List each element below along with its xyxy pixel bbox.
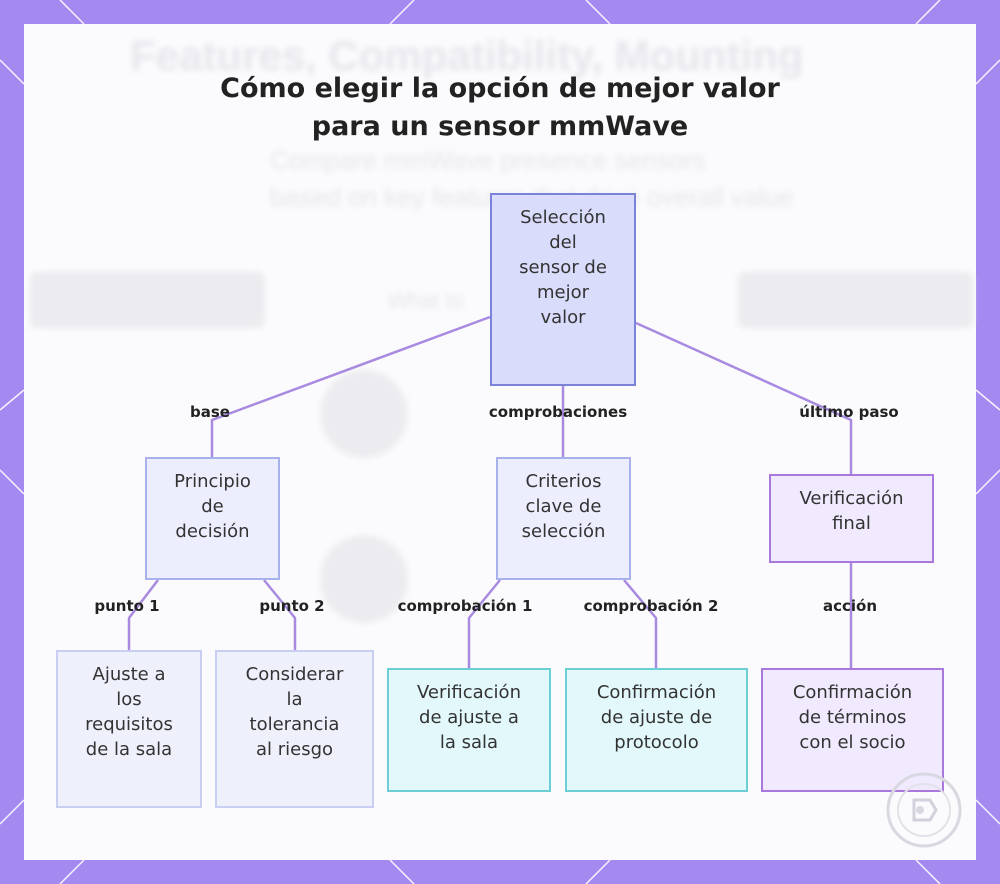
node-confirmacion-protocolo: Confirmación de ajuste de protocolo bbox=[565, 668, 748, 792]
edge-comprobacion2 bbox=[623, 579, 658, 668]
background-heading: Features, Compatibility, Mounting bbox=[130, 32, 804, 79]
node-line: valor bbox=[540, 307, 586, 328]
node-verificacion-ajuste-sala: Verificación de ajuste a la sala bbox=[387, 668, 551, 792]
background-subtitle-line1: Compare mmWave presence sensors bbox=[270, 145, 706, 175]
title-line-2: para un sensor mmWave bbox=[311, 111, 689, 142]
background-circle-1 bbox=[320, 370, 408, 458]
node-line: mejor bbox=[536, 282, 590, 303]
node-principio-decision: Principio de decisión bbox=[145, 457, 280, 580]
diagram-title: Cómo elegir la opción de mejor valor par… bbox=[0, 70, 1000, 146]
background-tab-right bbox=[738, 272, 973, 328]
node-line: al riesgo bbox=[255, 739, 334, 760]
background-tab-middle: What to bbox=[388, 288, 464, 313]
node-verificacion-final: Verificación final bbox=[769, 474, 934, 563]
background-tab-left bbox=[30, 272, 265, 328]
node-seleccion-sensor: Selección del sensor de mejor valor bbox=[490, 193, 636, 386]
edge-label-comprobaciones: comprobaciones bbox=[488, 403, 628, 421]
edge-punto2 bbox=[263, 579, 297, 650]
edge-comprobacion1 bbox=[467, 579, 501, 668]
node-line: Verificación bbox=[799, 488, 904, 509]
node-line: del bbox=[549, 232, 577, 253]
node-line: Considerar bbox=[245, 664, 344, 685]
node-line: Ajuste a bbox=[92, 664, 166, 685]
edge-punto1 bbox=[127, 579, 159, 650]
edge-base bbox=[210, 315, 491, 457]
node-line: los bbox=[116, 689, 142, 710]
node-line: de ajuste de bbox=[600, 707, 713, 728]
node-line: Confirmación bbox=[792, 682, 913, 703]
node-line: requisitos bbox=[85, 714, 173, 735]
node-line: Principio bbox=[174, 471, 251, 492]
edge-ultimo-paso bbox=[635, 321, 853, 474]
node-line: decisión bbox=[175, 521, 250, 542]
edge-label-punto2: punto 2 bbox=[259, 597, 325, 615]
edge-label-comprobacion1: comprobación 1 bbox=[397, 597, 533, 615]
node-line: selección bbox=[521, 521, 606, 542]
edge-label-comprobacion2: comprobación 2 bbox=[583, 597, 719, 615]
node-line: de ajuste a bbox=[419, 707, 519, 728]
node-line: Selección bbox=[520, 207, 606, 228]
node-line: de bbox=[201, 496, 224, 517]
node-line: clave de bbox=[525, 496, 602, 517]
node-confirmacion-terminos: Confirmación de términos con el socio bbox=[761, 668, 944, 792]
node-line: con el socio bbox=[799, 732, 906, 753]
title-line-1: Cómo elegir la opción de mejor valor bbox=[220, 73, 780, 104]
edge-label-punto1: punto 1 bbox=[94, 597, 160, 615]
node-line: sensor de bbox=[519, 257, 607, 278]
node-line: Criterios bbox=[525, 471, 602, 492]
node-considerar-tolerancia: Considerar la tolerancia al riesgo bbox=[215, 650, 374, 808]
node-line: Confirmación bbox=[596, 682, 717, 703]
edge-label-ultimo-paso: último paso bbox=[799, 403, 899, 421]
node-line: Verificación bbox=[417, 682, 521, 703]
logo-icon bbox=[886, 772, 962, 848]
node-ajuste-requisitos: Ajuste a los requisitos de la sala bbox=[56, 650, 202, 808]
node-line: la sala bbox=[439, 732, 499, 753]
node-line: tolerancia bbox=[249, 714, 340, 735]
edge-label-base: base bbox=[190, 403, 230, 421]
node-line: protocolo bbox=[614, 732, 699, 753]
node-line: final bbox=[832, 513, 871, 534]
node-line: de términos bbox=[798, 707, 907, 728]
node-criterios-seleccion: Criterios clave de selección bbox=[496, 457, 631, 580]
node-line: la bbox=[286, 689, 303, 710]
background-circle-2 bbox=[320, 535, 408, 623]
node-line: de la sala bbox=[85, 739, 173, 760]
edge-label-accion: acción bbox=[822, 597, 878, 615]
